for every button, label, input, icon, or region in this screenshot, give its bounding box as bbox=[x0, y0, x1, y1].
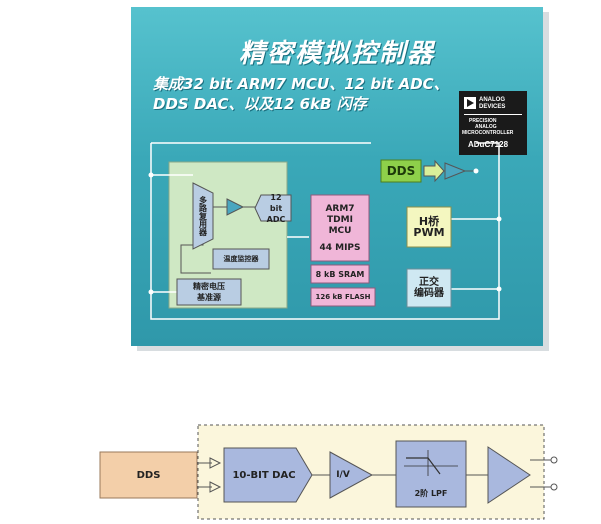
chip-brand-line2: DEVICES bbox=[479, 104, 506, 110]
mcu-label-line3: MCU bbox=[328, 226, 352, 236]
poster-title: 精密模拟控制器 bbox=[238, 39, 435, 69]
mcu-label-line1: ARM7 bbox=[325, 204, 355, 214]
poster-subtitle-line2: DDS DAC、以及12 6kB 闪存 bbox=[153, 95, 367, 113]
mux-block: 多路复用器 bbox=[198, 196, 208, 236]
signal-iv-block: I/V bbox=[336, 469, 350, 480]
encoder-block: 正交 编码器 bbox=[407, 269, 451, 307]
vref-block: 精密电压 基准源 bbox=[177, 279, 241, 305]
chip-desc-line3: MICROCONTROLLER bbox=[462, 130, 514, 136]
dds-block: DDS bbox=[386, 163, 416, 178]
chip-desc-line2: ANALOG bbox=[475, 124, 497, 130]
analog-devices-logo-icon bbox=[464, 97, 476, 109]
mcu-block: ARM7 TDMI MCU 44 MIPS bbox=[311, 197, 369, 261]
poster-block-diagram bbox=[148, 142, 502, 320]
adc-block: 12 bit ADC bbox=[259, 193, 293, 224]
temp-monitor-block: 温度监控器 bbox=[223, 254, 259, 263]
poster-subtitle-line1: 集成32 bit ARM7 MCU、12 bit ADC、 bbox=[153, 75, 449, 93]
adc-label: 12 bit ADC bbox=[266, 192, 286, 224]
chip-desc-line1: PRECISION bbox=[469, 118, 497, 124]
vref-label-line2: 基准源 bbox=[197, 293, 221, 302]
mcu-label-line2: TDMI bbox=[327, 215, 353, 225]
vref-label-line1: 精密电压 bbox=[193, 282, 225, 291]
encoder-label-line2: 编码器 bbox=[414, 288, 444, 299]
sram-block: 8 kB SRAM bbox=[315, 269, 365, 279]
signal-dds-block: DDS bbox=[136, 469, 161, 481]
pwm-label-line1: H桥 bbox=[418, 215, 440, 228]
chip-brand-line1: ANALOG bbox=[479, 97, 505, 103]
pwm-block: H桥 PWM bbox=[407, 207, 451, 247]
mcu-label-line4: 44 MIPS bbox=[319, 243, 361, 253]
signal-lpf-label: 2阶 LPF bbox=[414, 488, 448, 498]
signal-dac-block: 10-BIT DAC bbox=[232, 469, 296, 481]
pwm-label-line2: PWM bbox=[413, 226, 445, 239]
chip-badge: ANALOG DEVICES PRECISION ANALOG MICROCON… bbox=[459, 91, 527, 155]
product-poster: 精密模拟控制器 集成32 bit ARM7 MCU、12 bit ADC、 DD… bbox=[131, 7, 543, 346]
chip-part-number: ADuC7128 bbox=[468, 140, 509, 149]
encoder-label-line1: 正交 bbox=[419, 277, 439, 288]
flash-block: 126 kB FLASH bbox=[315, 292, 371, 301]
